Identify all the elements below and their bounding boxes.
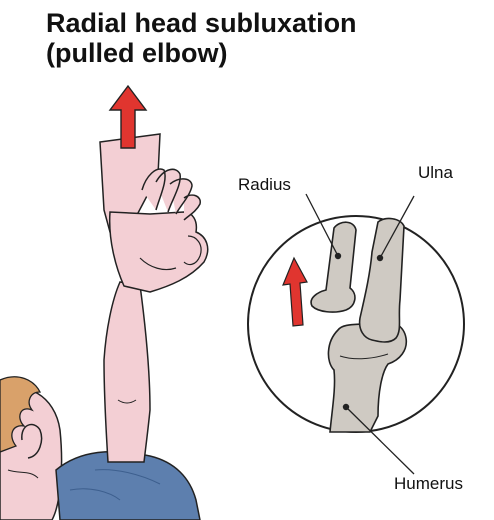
label-ulna: Ulna — [418, 163, 453, 183]
elbow-detail-circle — [248, 216, 464, 432]
child-head — [0, 377, 62, 520]
label-humerus: Humerus — [394, 474, 463, 494]
child-arm — [104, 282, 150, 462]
label-radius: Radius — [238, 175, 291, 195]
